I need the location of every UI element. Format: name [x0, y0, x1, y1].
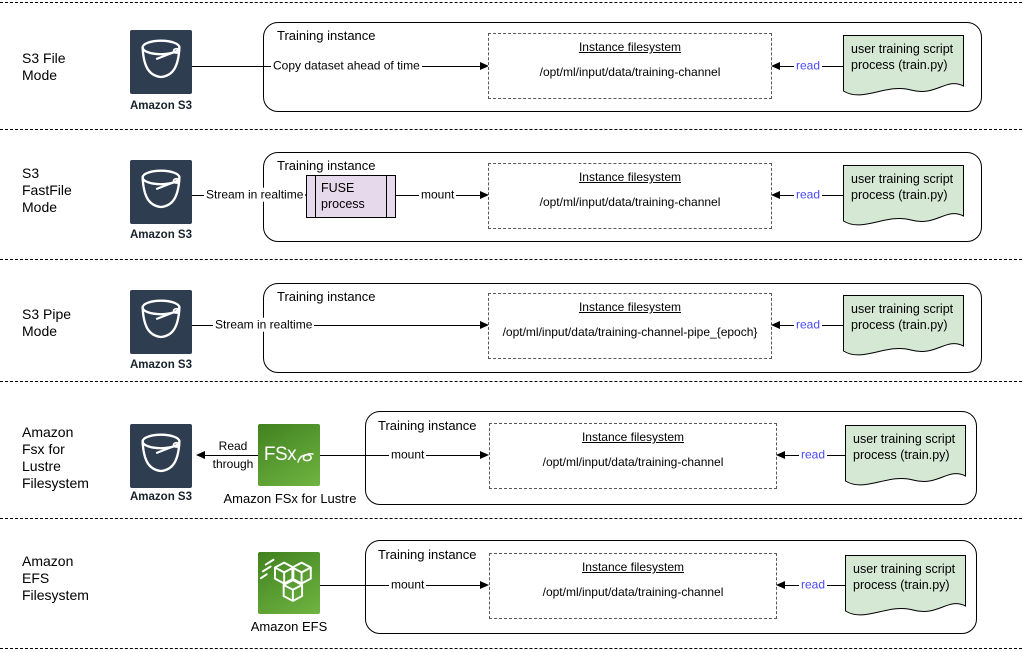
instance-filesystem-title: Instance filesystem	[578, 40, 682, 54]
amazon-fsx-caption: Amazon FSx for Lustre	[223, 491, 357, 506]
amazon-fsx-icon: FSx	[258, 424, 320, 486]
amazon-efs-caption: Amazon EFS	[250, 619, 328, 634]
dashed-separator	[0, 518, 1022, 519]
arrow-label: Stream in realtime	[213, 317, 315, 332]
instance-filesystem-box: Instance filesystem /opt/ml/input/data/t…	[488, 163, 772, 229]
training-script-document: user training script process (train.py)	[843, 165, 964, 233]
arrowhead-left-icon	[771, 321, 780, 329]
dashed-separator	[0, 648, 1022, 649]
instance-filesystem-box: Instance filesystem /opt/ml/input/data/t…	[488, 33, 772, 99]
read-through-line	[205, 455, 258, 456]
arrowhead-left-icon	[196, 451, 205, 459]
instance-filesystem-title: Instance filesystem	[578, 300, 682, 314]
instance-filesystem-box: Instance filesystem /opt/ml/input/data/t…	[489, 553, 777, 619]
read-through-label-line2: through	[212, 457, 254, 471]
training-instance-title: Training instance	[378, 547, 477, 562]
instance-filesystem-box: Instance filesystem /opt/ml/input/data/t…	[488, 293, 772, 359]
arrowhead-left-icon	[771, 62, 780, 70]
amazon-s3-caption: Amazon S3	[130, 359, 192, 371]
fuse-process-box: FUSE process	[306, 175, 396, 218]
arrowhead-right-icon	[480, 62, 489, 70]
amazon-s3-icon	[130, 160, 192, 224]
filesystem-path: /opt/ml/input/data/training-channel	[542, 455, 724, 469]
amazon-s3-caption: Amazon S3	[130, 100, 192, 112]
dashed-separator	[0, 381, 1022, 382]
mode-label: S3 File Mode	[22, 50, 66, 83]
arrow-label: Copy dataset ahead of time	[271, 58, 422, 73]
dashed-separator	[0, 259, 1022, 260]
mount-label: mount	[419, 187, 457, 202]
amazon-s3-icon	[130, 424, 192, 488]
read-label: read	[799, 577, 828, 592]
amazon-s3-caption: Amazon S3	[130, 229, 192, 241]
arrow-line	[192, 325, 480, 326]
arrowhead-right-icon	[480, 321, 489, 329]
fuse-process-label: FUSE process	[321, 181, 365, 211]
training-script-document: user training script process (train.py)	[843, 35, 964, 103]
instance-filesystem-title: Instance filesystem	[581, 430, 685, 444]
training-script-document: user training script process (train.py)	[845, 555, 966, 623]
training-instance-title: Training instance	[277, 289, 376, 304]
mount-label: mount	[389, 577, 427, 592]
read-label: read	[794, 317, 823, 332]
arrowhead-left-icon	[771, 191, 780, 199]
training-script-document: user training script process (train.py)	[845, 425, 966, 493]
arrowhead-right-icon	[480, 191, 489, 199]
filesystem-path: /opt/ml/input/data/training-channel	[539, 195, 721, 209]
mode-label: Amazon Fsx for Lustre Filesystem	[22, 424, 89, 491]
filesystem-path: /opt/ml/input/data/training-channel	[542, 585, 724, 599]
filesystem-path: /opt/ml/input/data/training-channel	[539, 65, 721, 79]
read-label: read	[794, 58, 823, 73]
arrowhead-left-icon	[776, 451, 785, 459]
training-script-document: user training script process (train.py)	[843, 295, 964, 363]
instance-filesystem-title: Instance filesystem	[581, 560, 685, 574]
amazon-efs-icon	[258, 552, 320, 614]
read-label: read	[794, 187, 823, 202]
training-instance-title: Training instance	[378, 418, 477, 433]
training-instance-title: Training instance	[277, 28, 376, 43]
training-script-text: user training script process (train.py)	[851, 42, 954, 72]
training-instance-title: Training instance	[277, 158, 376, 173]
arrowhead-right-icon	[480, 451, 489, 459]
instance-filesystem-box: Instance filesystem /opt/ml/input/data/t…	[489, 423, 777, 489]
amazon-s3-icon	[130, 30, 192, 94]
filesystem-path: /opt/ml/input/data/training-channel-pipe…	[502, 325, 758, 339]
process-bar	[315, 176, 316, 217]
arrowhead-right-icon	[480, 581, 489, 589]
mode-label: Amazon EFS Filesystem	[22, 553, 89, 603]
read-label: read	[799, 447, 828, 462]
arrow-label: Stream in realtime	[204, 187, 306, 202]
instance-filesystem-title: Instance filesystem	[578, 170, 682, 184]
read-through-label-line1: Read	[218, 439, 248, 453]
dashed-separator	[0, 129, 1022, 130]
process-bar	[386, 176, 387, 217]
arrowhead-left-icon	[776, 581, 785, 589]
training-script-text: user training script process (train.py)	[853, 562, 956, 592]
training-script-text: user training script process (train.py)	[851, 172, 954, 202]
amazon-s3-caption: Amazon S3	[130, 491, 192, 503]
training-script-text: user training script process (train.py)	[853, 432, 956, 462]
dashed-separator	[0, 2, 1022, 3]
amazon-s3-icon	[130, 290, 192, 354]
mode-label: S3 FastFile Mode	[22, 165, 72, 215]
training-script-text: user training script process (train.py)	[851, 302, 954, 332]
mount-label: mount	[389, 447, 427, 462]
mode-label: S3 Pipe Mode	[22, 306, 72, 339]
